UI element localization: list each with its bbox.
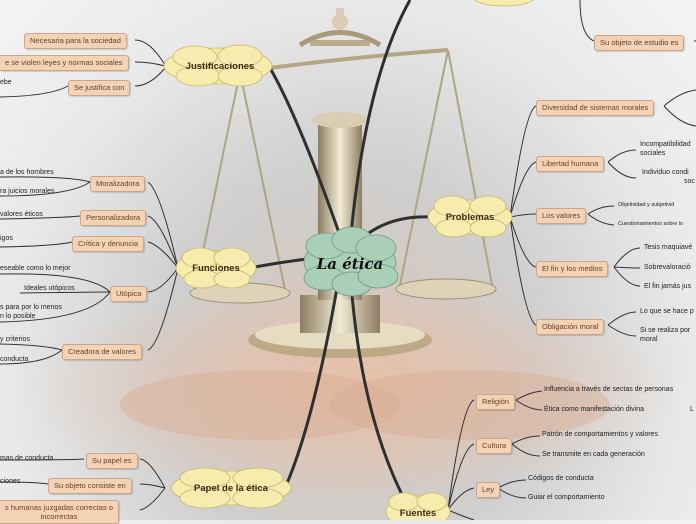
leaf-text: Guiar el comportamiento (528, 494, 605, 501)
leaf-text: a de los hombres (0, 169, 54, 176)
hands-image (20, 280, 680, 500)
central-topic[interactable]: La ética (316, 255, 384, 273)
leaf-debe: ebe (0, 79, 12, 86)
leaf-text: n lo posible (0, 313, 36, 320)
sub-cultura[interactable]: Cultura (476, 438, 513, 454)
leaf-text: Objetividad y subjetivid (618, 202, 675, 208)
leaf-text: valores éticos (0, 211, 43, 218)
cloud-shapes (163, 0, 534, 520)
sub-personalizadora[interactable]: Personalizadora (80, 210, 147, 226)
sub-violen-leyes[interactable]: e se violen leyes y normas sociales (0, 55, 129, 71)
leaf-text: ra juicios morales (0, 188, 55, 195)
sub-religion[interactable]: Religión (476, 394, 516, 410)
leaf-text: Ética como manifestación divina (544, 406, 644, 413)
leaf-text: L (690, 406, 694, 413)
sub-utopica[interactable]: Utópica (110, 286, 148, 302)
sub-obligacion-moral[interactable]: Obligación moral (536, 319, 605, 335)
sub-moralizadora[interactable]: Moralizadora (90, 176, 146, 192)
sub-su-papel-es[interactable]: Su papel es (86, 453, 138, 469)
leaf-text: Tesis maquiavé (644, 244, 693, 251)
leaf-text: Códigos de conducta (528, 475, 594, 482)
sub-fin-medios[interactable]: El fin y los medios (536, 261, 609, 277)
leaf-text: Patrón de comportamientos y valores (542, 431, 658, 438)
leaf-text: moral (640, 336, 658, 343)
sub-objeto-consiste[interactable]: Su objeto consiste en (48, 478, 132, 494)
branch-fuentes[interactable]: Fuentes (399, 507, 437, 519)
branch-papel-de-la-etica[interactable]: Papel de la ética (194, 482, 268, 494)
sub-text: incorrectas (40, 512, 78, 521)
leaf-text: Sobrevaloració (644, 264, 691, 271)
leaf-text: Si se realiza por (640, 327, 691, 334)
leaf-text: Incompatibilidad (640, 141, 691, 148)
sub-creadora-valores[interactable]: Creadora de valores (62, 344, 142, 360)
sub-se-justifica-con[interactable]: Se justifica con (68, 80, 131, 96)
leaf-text: eseable como lo mejor (0, 265, 71, 272)
sub-diversidad-sistemas[interactable]: Diversidad de sistemas morales (536, 100, 655, 116)
leaf-text: Se transmite en cada generación (542, 451, 645, 458)
branch-justificaciones[interactable]: Justificaciones (185, 60, 255, 72)
leaf-text: Influencia a través de sectas de persona… (544, 386, 674, 393)
leaf-text: Individuo condi (642, 169, 689, 176)
sub-libertad-humana[interactable]: Libertad humana (536, 156, 605, 172)
leaf-text: Lo que se hace p (640, 308, 694, 315)
leaf-text: Cuestionamientos sobre lo (618, 221, 684, 227)
sub-acciones-humanas[interactable]: s humanas juzgadas correctas o incorrect… (0, 500, 119, 524)
sub-los-valores[interactable]: Los valores (536, 208, 587, 224)
leaf-text: ciones (0, 478, 21, 485)
sub-critica-denuncia[interactable]: Crítica y denuncia (72, 236, 145, 252)
branch-funciones[interactable]: Funciones (192, 262, 240, 274)
leaf-text: sociales (640, 150, 666, 157)
leaf-text: y criterios (0, 336, 30, 343)
sub-text: s humanas juzgadas correctas o (5, 503, 113, 512)
leaf-text: s para por lo menos (0, 304, 62, 311)
leaf-text: igos (0, 235, 13, 242)
leaf-text: El fin jamás jus (644, 283, 692, 290)
leaf-text: Ideales utópicos (24, 285, 75, 292)
leaf-text: soc (684, 178, 695, 185)
sub-necesaria-sociedad[interactable]: Necesaria para la sociedad (24, 33, 127, 49)
leaf-text: conducta (0, 356, 29, 363)
sub-objeto-estudio[interactable]: Su objeto de estudio es (594, 35, 685, 51)
leaf-text: mas de conducta (0, 455, 54, 462)
branch-problemas[interactable]: Problemas (445, 211, 495, 223)
sub-ley[interactable]: Ley (476, 482, 501, 498)
